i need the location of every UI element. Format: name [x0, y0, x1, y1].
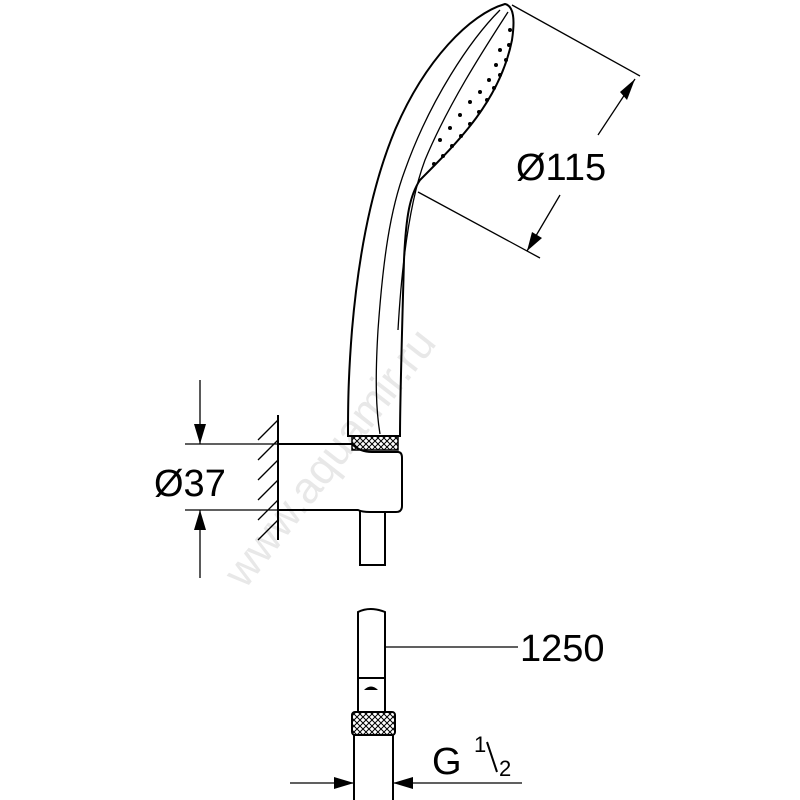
svg-text:G: G: [432, 741, 462, 783]
spray-nozzles: [432, 28, 512, 166]
bracket-diameter-label: Ø37: [154, 463, 226, 505]
knurled-nut: [351, 711, 396, 736]
hose-length-label: 1250: [520, 628, 605, 670]
svg-text:1: 1: [474, 732, 486, 757]
thread-size-label: G 1 2: [432, 732, 511, 783]
svg-text:2: 2: [499, 756, 511, 781]
head-diameter-dimension: [417, 4, 641, 259]
watermark: www.aquamir.ru: [214, 319, 446, 597]
bracket-diameter-dimension: [185, 380, 278, 578]
knurled-ring: [351, 435, 399, 451]
hand-shower: [346, 2, 515, 451]
hose-end: [351, 608, 518, 800]
thread-dimension: [290, 777, 522, 789]
head-diameter-label: Ø115: [516, 147, 606, 189]
